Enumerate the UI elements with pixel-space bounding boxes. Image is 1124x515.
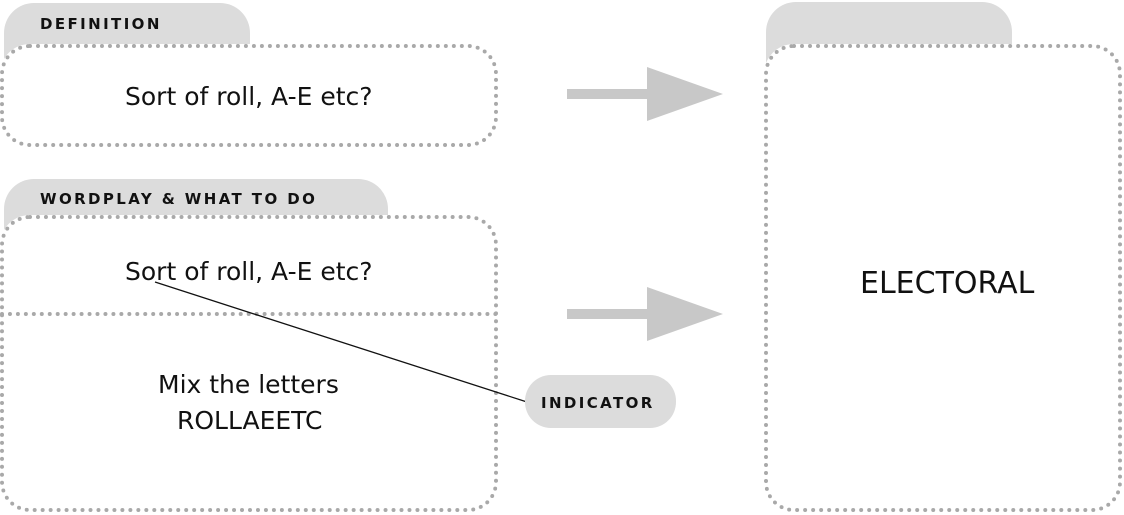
- wordplay-box: [0, 215, 498, 512]
- instruction-line-1: Mix the letters: [158, 370, 339, 399]
- definition-arrow: [567, 67, 723, 121]
- definition-tab-label: DEFINITION: [40, 15, 162, 33]
- definition-box: [0, 44, 498, 147]
- indicator-label: INDICATOR: [541, 394, 655, 412]
- answer-box: [764, 44, 1122, 512]
- instruction-line-2: ROLLAEETC: [177, 406, 323, 435]
- definition-clue-text: Sort of roll, A-E etc?: [125, 82, 373, 111]
- wordplay-tab-label: WORDPLAY & WHAT TO DO: [40, 190, 318, 208]
- indicator-pill: [525, 375, 676, 428]
- wordplay-arrow: [567, 287, 723, 341]
- indicator-connector-line: [154, 281, 528, 403]
- wordplay-divider: [0, 312, 498, 316]
- answer-text: ELECTORAL: [860, 266, 1035, 301]
- wordplay-clue-text: Sort of roll, A-E etc?: [125, 257, 373, 286]
